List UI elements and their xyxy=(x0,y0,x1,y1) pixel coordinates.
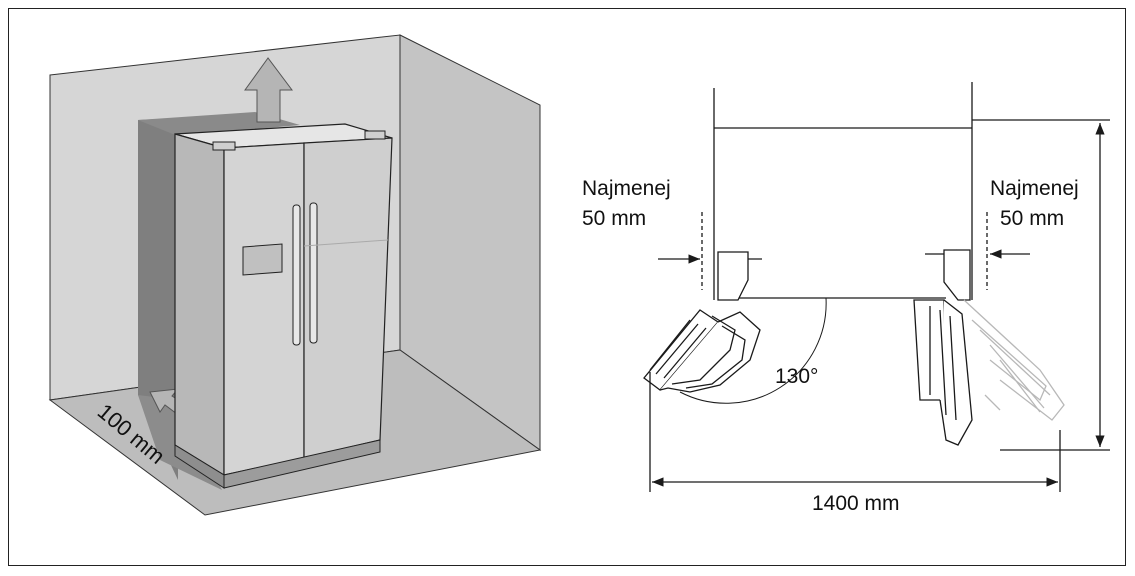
upward-clearance-arrow xyxy=(244,57,293,123)
swing-arc xyxy=(679,297,827,404)
hinge-left xyxy=(212,141,236,151)
fridge-side xyxy=(174,133,225,477)
left-min-label-line2: 50 mm xyxy=(582,207,646,230)
width-label: 1400 mm xyxy=(812,492,900,515)
hinge-right xyxy=(364,130,386,140)
right-door-open xyxy=(913,299,973,446)
wall-shadow xyxy=(138,118,178,480)
niche-illustration: 100 mm xyxy=(48,34,542,516)
left-door-open xyxy=(643,309,761,393)
left-min-label-line1: Najmenej xyxy=(582,177,671,200)
handle-right xyxy=(309,202,318,344)
angle-label: 130° xyxy=(775,365,818,388)
right-door-ghost xyxy=(963,299,1065,421)
handle-left xyxy=(292,204,301,346)
door-swing-diagram xyxy=(643,82,1110,492)
right-min-label-line1: Najmenej xyxy=(990,177,1079,200)
right-min-label-line2: 50 mm xyxy=(1000,207,1064,230)
freezer-door xyxy=(223,142,305,476)
fridge xyxy=(174,123,393,489)
display-panel xyxy=(242,243,283,276)
fridge-base-side xyxy=(174,444,225,489)
